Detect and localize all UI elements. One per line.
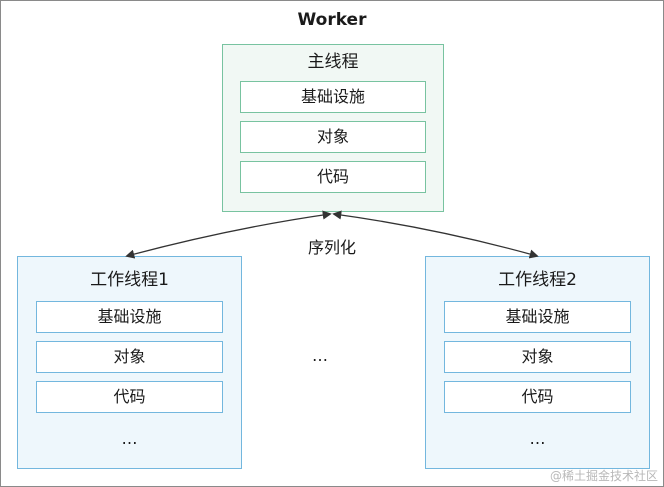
worker-thread-2-label: 工作线程2 — [498, 270, 577, 290]
watermark: @稀土掘金技术社区 — [549, 469, 658, 483]
main-code-box: 代码 — [240, 161, 426, 193]
worker-1-code-box: 代码 — [36, 381, 223, 413]
worker-2-ellipsis: … — [529, 429, 546, 448]
main-infrastructure-box: 基础设施 — [240, 81, 426, 113]
arrow-main-to-worker-1 — [125, 210, 332, 259]
main-thread-box: 主线程 基础设施 对象 代码 — [222, 44, 444, 212]
worker-2-objects-box: 对象 — [444, 341, 631, 373]
diagram-title: Worker — [297, 10, 367, 30]
worker-thread-1-label: 工作线程1 — [90, 270, 169, 290]
worker-1-infrastructure-box: 基础设施 — [36, 301, 223, 333]
worker-thread-1-box: 工作线程1 基础设施 对象 代码 … — [17, 256, 242, 469]
worker-1-ellipsis: … — [121, 429, 138, 448]
worker-thread-2-box: 工作线程2 基础设施 对象 代码 … — [425, 256, 650, 469]
worker-2-code-box: 代码 — [444, 381, 631, 413]
arrow-main-to-worker-2 — [332, 210, 539, 259]
main-thread-label: 主线程 — [307, 52, 359, 72]
main-objects-box: 对象 — [240, 121, 426, 153]
worker-2-infrastructure-box: 基础设施 — [444, 301, 631, 333]
worker-1-objects-box: 对象 — [36, 341, 223, 373]
middle-ellipsis: … — [312, 346, 328, 365]
serialization-label: 序列化 — [307, 238, 356, 257]
